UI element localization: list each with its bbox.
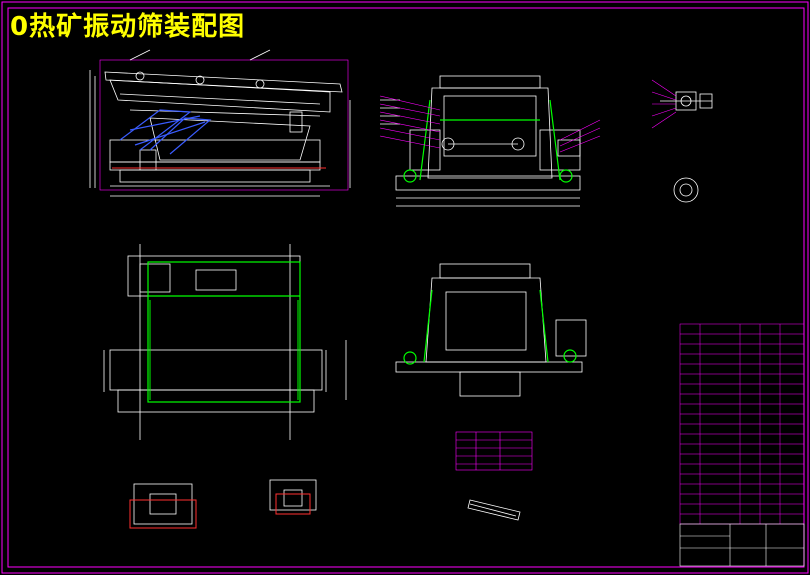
side-leaders [379, 95, 601, 153]
section-detail-left-red [129, 499, 197, 529]
section-detail-left [133, 483, 193, 525]
section-detail-right-red [275, 493, 311, 515]
screen-panel-detail [467, 499, 521, 521]
view-front-elevation [89, 49, 351, 197]
drawing-title: 0热矿振动筛装配图 [10, 12, 246, 42]
view-plan [103, 244, 347, 440]
view-section [395, 263, 587, 397]
parts-list-table [679, 323, 805, 525]
view-side-elevation [380, 75, 581, 207]
inner-frame [7, 7, 805, 568]
tech-spec-table [455, 431, 533, 471]
section-green-frame [403, 289, 577, 365]
plan-green-frame [147, 261, 301, 403]
plan-green-braces [149, 300, 299, 400]
section-detail-right [269, 479, 317, 511]
front-spring-supports [119, 109, 212, 155]
title-block [679, 523, 805, 567]
view-bearing-detail [660, 91, 713, 203]
bearing-leaders [651, 79, 677, 129]
side-green-frame [403, 99, 573, 183]
